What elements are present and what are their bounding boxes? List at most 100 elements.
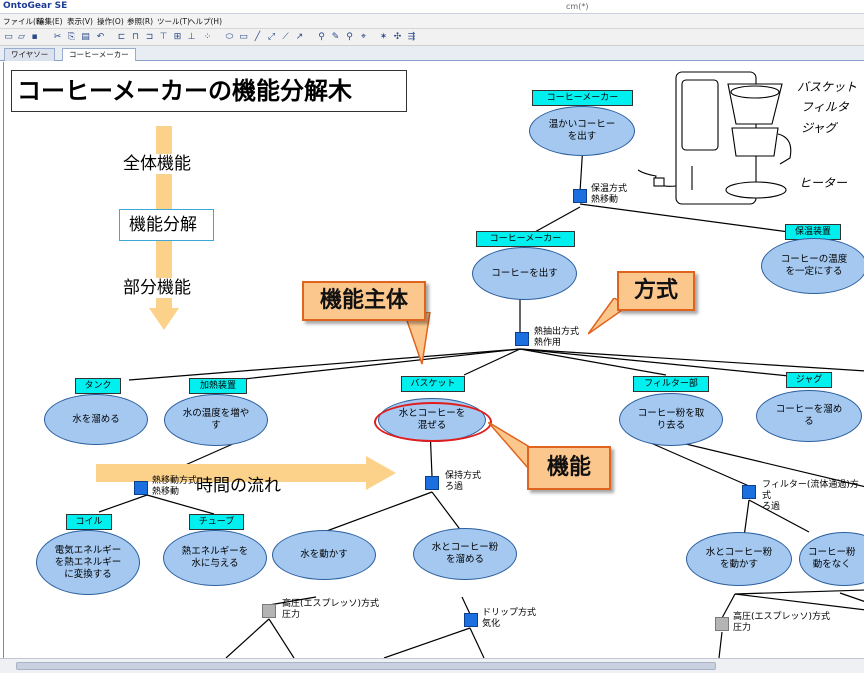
connector-tool-icon[interactable]: ⤢ — [267, 32, 276, 42]
line-tool-icon[interactable]: ╱ — [254, 32, 261, 42]
menu-help[interactable]: ヘルプ(H) — [188, 17, 222, 26]
tab-wire-saw[interactable]: ワイヤソー — [4, 48, 56, 61]
label-brew-coffee-maker[interactable]: コーヒーメーカー — [476, 231, 575, 247]
node-store-water[interactable]: 水を溜める — [44, 394, 148, 445]
decomposition-text: 機能分解 — [129, 215, 197, 235]
new-file-icon[interactable]: ▭ — [4, 32, 13, 42]
node-transfer-heat[interactable]: 熱エネルギーを 水に与える — [163, 530, 267, 586]
align-bottom-icon[interactable]: ⊥ — [187, 32, 196, 42]
undo-icon[interactable]: ↶ — [96, 32, 105, 42]
node-heat-water[interactable]: 水の温度を増や す — [164, 394, 268, 446]
distribute-icon[interactable]: ⁘ — [203, 32, 212, 42]
scrollbar-thumb[interactable] — [16, 662, 716, 670]
polyline-tool-icon[interactable]: ⟋ — [282, 32, 289, 42]
tab-coffee-maker[interactable]: コーヒーメーカー — [62, 48, 136, 61]
node-hold-water-powder[interactable]: 水とコーヒー粉 を溜める — [413, 528, 517, 580]
way-filter[interactable] — [742, 485, 756, 499]
export-icon[interactable]: ⇶ — [407, 32, 416, 42]
menu-view[interactable]: 表示(V) — [67, 17, 93, 26]
toolbar: ▭ ▱ ▪ ✂ ⎘ ▤ ↶ ⊏ ⊓ ⊐ ⊤ ⊞ ⊥ ⁘ ⬭ ▭ ╱ ⤢ ⟋ ↗ … — [0, 29, 864, 46]
arrow-tool-icon[interactable]: ↗ — [295, 32, 304, 42]
expand-icon[interactable]: ✶ — [379, 32, 388, 42]
tree-layout-icon[interactable]: ✣ — [393, 32, 402, 42]
way-keep-warm-text: 保温方式 熱移動 — [591, 184, 628, 205]
way-hold-text: 保持方式 ろ過 — [445, 471, 482, 492]
node-move-water[interactable]: 水を動かす — [272, 530, 376, 580]
label-heater[interactable]: 加熱装置 — [189, 378, 247, 394]
callout-subject-pointer — [404, 312, 431, 365]
menu-file[interactable]: ファイル(F) — [3, 17, 44, 26]
rectangle-tool-icon[interactable]: ▭ — [239, 32, 248, 42]
align-middle-icon[interactable]: ⊞ — [173, 32, 182, 42]
time-flow-arrow — [96, 456, 396, 490]
pin-icon[interactable]: ⌖ — [360, 32, 367, 42]
way-filter-text: フィルター(流体通過)方式 ろ過 — [762, 480, 859, 512]
node-remove-powder-motion[interactable]: コーヒー粉 動をなく — [799, 532, 864, 586]
image-label-heater: ヒーター — [799, 176, 848, 190]
cut-icon[interactable]: ✂ — [53, 32, 62, 42]
node-store-coffee[interactable]: コーヒーを溜め る — [756, 390, 862, 442]
label-filter-unit[interactable]: フィルター部 — [633, 376, 709, 392]
way-heat-extraction-text: 熱抽出方式 熱作用 — [534, 327, 580, 348]
paste-icon[interactable]: ▤ — [81, 32, 90, 42]
label-jug[interactable]: ジャグ — [786, 372, 832, 388]
align-center-icon[interactable]: ⊓ — [131, 32, 140, 42]
menu-bar: ファイル(F) 編集(E) 表示(V) 操作(O) 参照(R) ツール(T) ヘ… — [0, 14, 864, 29]
overall-function-text: 全体機能 — [123, 154, 191, 174]
menu-tools[interactable]: ツール(T) — [157, 17, 190, 26]
ellipse-tool-icon[interactable]: ⬭ — [225, 32, 234, 42]
window-titlebar: OntoGear SE cm(*) — [0, 0, 864, 14]
label-basket[interactable]: バスケット — [401, 376, 465, 392]
way-hold[interactable] — [425, 476, 439, 490]
way-high-pressure-2-text: 高圧(エスプレッソ)方式 圧力 — [733, 612, 831, 633]
callout-function-subject: 機能主体 — [302, 281, 426, 321]
image-label-filter: フィルタ — [801, 100, 849, 114]
label-tube[interactable]: チューブ — [189, 514, 244, 530]
label-warmer[interactable]: 保温装置 — [785, 224, 841, 240]
node-serve-coffee[interactable]: コーヒーを出す — [472, 247, 577, 300]
highlight-ellipse — [374, 402, 492, 442]
document-title: cm(*) — [566, 2, 589, 11]
tab-bar: ワイヤソー コーヒーメーカー — [0, 46, 864, 61]
slide-title: コーヒーメーカーの機能分解木 — [17, 77, 353, 105]
node-keep-temperature[interactable]: コーヒーの温度 を一定にする — [761, 238, 864, 294]
way-heat-transfer-text: 熱移動方式 熱移動 — [152, 476, 198, 497]
align-left-icon[interactable]: ⊏ — [117, 32, 126, 42]
node-move-water-powder[interactable]: 水とコーヒー粉 を動かす — [686, 532, 792, 586]
zoom-icon[interactable]: ⚲ — [346, 32, 353, 42]
image-label-jug: ジャグ — [801, 121, 837, 135]
partial-function-text: 部分機能 — [123, 278, 191, 298]
save-icon[interactable]: ▪ — [31, 32, 38, 42]
way-high-pressure-1[interactable] — [262, 604, 276, 618]
node-remove-coffee-grounds[interactable]: コーヒー粉を取 り去る — [619, 393, 723, 446]
way-drip[interactable] — [464, 613, 478, 627]
ontology-canvas[interactable]: コーヒーメーカーの機能分解木 全体機能 機能分解 部分機能 バスケット フィルタ… — [3, 62, 864, 658]
menu-reference[interactable]: 参照(R) — [127, 17, 154, 26]
way-keep-warm[interactable] — [573, 189, 587, 203]
node-serve-hot-coffee[interactable]: 温かいコーヒー を出す — [529, 106, 635, 156]
copy-icon[interactable]: ⎘ — [67, 32, 76, 42]
way-heat-extraction[interactable] — [515, 332, 529, 346]
edit-node-icon[interactable]: ✎ — [331, 32, 340, 42]
time-flow-text: 時間の流れ — [196, 476, 281, 496]
way-drip-text: ドリップ方式 気化 — [482, 608, 537, 629]
way-heat-transfer[interactable] — [134, 481, 148, 495]
open-file-icon[interactable]: ▱ — [18, 32, 25, 42]
image-label-basket: バスケット — [797, 80, 858, 94]
label-root-coffee-maker[interactable]: コーヒーメーカー — [532, 90, 633, 106]
node-convert-energy[interactable]: 電気エネルギー を熱エネルギー に変換する — [36, 530, 140, 595]
label-coil[interactable]: コイル — [66, 514, 112, 530]
label-tank[interactable]: タンク — [75, 378, 121, 394]
menu-operate[interactable]: 操作(O) — [97, 17, 124, 26]
decomposition-box: 機能分解 — [119, 209, 214, 241]
callout-function: 機能 — [527, 446, 611, 490]
align-right-icon[interactable]: ⊐ — [145, 32, 154, 42]
align-top-icon[interactable]: ⊤ — [159, 32, 168, 42]
way-high-pressure-1-text: 高圧(エスプレッソ)方式 圧力 — [282, 599, 380, 620]
menu-edit[interactable]: 編集(E) — [37, 17, 63, 26]
slide-title-box: コーヒーメーカーの機能分解木 — [11, 70, 407, 112]
search-icon[interactable]: ⚲ — [318, 32, 325, 42]
horizontal-scrollbar[interactable] — [0, 658, 864, 673]
way-high-pressure-2[interactable] — [715, 617, 729, 631]
coffee-maker-illustration — [637, 71, 792, 205]
